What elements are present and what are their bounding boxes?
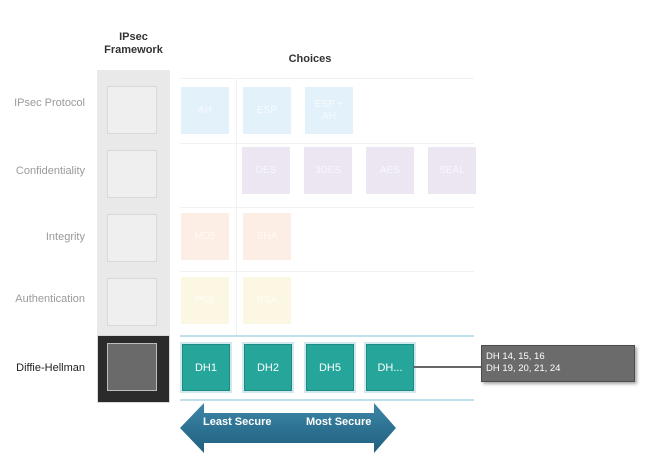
option-dh5[interactable]: DH5	[306, 344, 354, 391]
slot-ipsec-protocol[interactable]	[107, 86, 157, 134]
choices-header: Choices	[270, 53, 350, 66]
row-label-diffie-hellman: Diffie-Hellman	[16, 362, 85, 374]
option-des[interactable]: DES	[242, 147, 290, 194]
grid-vertical-line	[236, 78, 237, 335]
slot-confidentiality[interactable]	[107, 150, 157, 198]
grid-line	[180, 271, 474, 272]
row-label-confidentiality: Confidentiality	[15, 165, 85, 177]
row-label-authentication: Authentication	[15, 293, 85, 305]
callout-line-1: DH 14, 15, 16	[486, 351, 545, 362]
least-secure-label: Least Secure	[203, 416, 272, 428]
framework-header-text: IPsec Framework	[104, 31, 163, 56]
dh-groups-callout: DH 14, 15, 16 DH 19, 20, 21, 24	[481, 345, 635, 382]
option-esp-ah[interactable]: ESP + AH	[305, 87, 353, 134]
security-double-arrow	[180, 403, 396, 453]
framework-header: IPsec Framework	[95, 31, 172, 57]
slot-diffie-hellman[interactable]	[107, 343, 157, 391]
grid-line-active	[180, 399, 474, 401]
most-secure-label: Most Secure	[306, 416, 372, 428]
option-aes[interactable]: AES	[366, 147, 414, 194]
callout-connector	[413, 366, 481, 368]
option-ah[interactable]: AH	[181, 87, 229, 134]
option-dh1[interactable]: DH1	[182, 344, 230, 391]
choices-header-text: Choices	[288, 53, 332, 65]
grid-line	[180, 207, 474, 208]
option-psk[interactable]: PSK	[181, 277, 229, 324]
row-label-ipsec-protocol: IPsec Protocol	[14, 97, 85, 109]
grid-line	[180, 143, 474, 144]
option-dh2[interactable]: DH2	[244, 344, 292, 391]
option-sha[interactable]: SHA	[243, 213, 291, 260]
option-md5[interactable]: MD5	[181, 213, 229, 260]
row-label-integrity: Integrity	[45, 231, 85, 243]
slot-authentication[interactable]	[107, 278, 157, 326]
option-dh-more[interactable]: DH...	[366, 344, 414, 391]
grid-line-active	[180, 335, 474, 337]
callout-line-2: DH 19, 20, 21, 24	[486, 363, 561, 374]
option-esp[interactable]: ESP	[243, 87, 291, 134]
option-3des[interactable]: 3DES	[304, 147, 352, 194]
option-rsa[interactable]: RSA	[243, 277, 291, 324]
slot-integrity[interactable]	[107, 214, 157, 262]
grid-line	[180, 78, 474, 79]
option-seal[interactable]: SEAL	[428, 147, 476, 194]
